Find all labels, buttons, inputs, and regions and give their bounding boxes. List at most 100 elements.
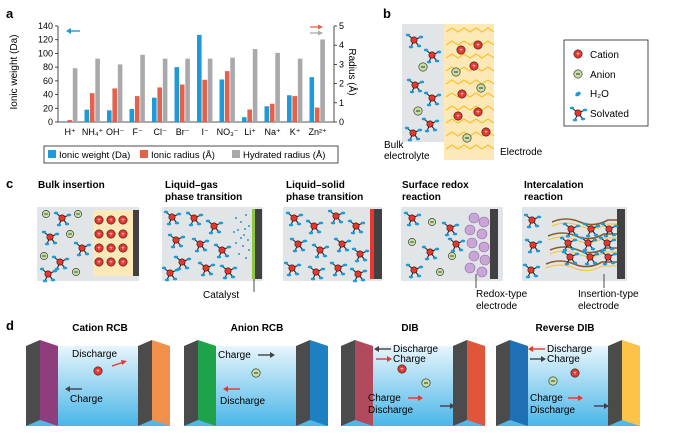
cell-reverse-dib xyxy=(496,340,640,426)
bar-hydrated-radius xyxy=(320,39,325,122)
y-tick-label-left: 80 xyxy=(43,62,53,72)
bar-hydrated-radius xyxy=(185,58,190,122)
cell2-charge-label: Charge xyxy=(218,350,251,361)
cell4-discharge-label-bottom: Discharge xyxy=(530,405,575,416)
bar-ionic-weight xyxy=(107,110,112,122)
title-liquid-gas-1: Liquid–gas xyxy=(165,180,218,191)
bar-hydrated-radius xyxy=(297,58,303,122)
y-tick-label-left: 140 xyxy=(38,21,53,31)
y-tick-label-right: 4 xyxy=(339,40,344,50)
bar-hydrated-radius xyxy=(72,68,78,122)
bulk-label: Bulk xyxy=(384,140,404,151)
title-anion-rcb: Anion RCB xyxy=(231,323,284,334)
cell-dib xyxy=(341,340,485,426)
water-icon xyxy=(575,91,581,97)
legend-swatch-hydrated-radius xyxy=(232,150,240,158)
bar-hydrated-radius xyxy=(95,58,100,122)
bar-hydrated-radius xyxy=(207,58,213,122)
cation-icon xyxy=(573,49,583,59)
bar-ionic-radius xyxy=(179,84,185,122)
bar-hydrated-radius xyxy=(140,54,145,122)
x-tick-label: F⁻ xyxy=(132,127,142,137)
panel-label-b: b xyxy=(383,6,391,21)
bar-ionic-radius xyxy=(292,96,297,122)
x-tick-label: NO₃⁻ xyxy=(217,127,239,137)
bar-ionic-radius xyxy=(134,96,140,122)
bar-ionic-radius xyxy=(112,88,117,122)
y-tick-label-left: 40 xyxy=(43,90,53,100)
x-tick-label: K⁺ xyxy=(290,127,301,137)
x-tick-label: Na⁺ xyxy=(264,127,281,137)
x-tick-label: OH⁻ xyxy=(106,127,125,137)
legend-cation: Cation xyxy=(590,50,619,61)
y-tick-label-right: 3 xyxy=(339,59,344,69)
y-tick-label-left: 20 xyxy=(43,103,53,113)
title-bulk-insertion: Bulk insertion xyxy=(38,180,105,191)
legend-solvated: Solvated xyxy=(590,109,629,120)
title-liquid-gas-2: phase transition xyxy=(165,192,242,203)
y-tick-label-right: 2 xyxy=(339,79,344,89)
liquid-solid-diagram xyxy=(283,207,382,283)
bar-ionic-radius xyxy=(89,93,95,122)
x-tick-label: Br⁻ xyxy=(176,127,190,137)
bar-ionic-weight xyxy=(62,121,67,122)
insertion-electrode-label-2: electrode xyxy=(578,301,620,312)
y-tick-label-right: 0 xyxy=(339,117,344,127)
legend-label-weight: Ionic weight (Da) xyxy=(59,150,130,161)
title-liquid-solid-2: phase transition xyxy=(286,192,363,203)
legend-swatch-ionic-radius xyxy=(140,150,148,158)
bar-ionic-radius xyxy=(202,79,207,122)
bar-ionic-weight xyxy=(152,97,157,122)
chart-legend: Ionic weight (Da) Ionic radius (Å) Hydra… xyxy=(43,145,339,164)
legend-label-hydrated-radius: Hydrated radius (Å) xyxy=(243,150,325,161)
panel-label-d: d xyxy=(6,318,14,333)
bar-ionic-radius xyxy=(157,87,162,122)
cell4-charge-label-top: Charge xyxy=(547,354,580,365)
y-tick-label-left: 60 xyxy=(43,76,53,86)
bar-ionic-radius xyxy=(224,71,230,122)
intercalation-diagram xyxy=(522,207,627,288)
y-tick-label-right: 5 xyxy=(339,21,344,31)
cell3-discharge-label-bottom: Discharge xyxy=(368,405,413,416)
cell2-discharge-label: Discharge xyxy=(220,396,265,407)
y-axis-label-left: Ionic weight (Da) xyxy=(9,34,20,109)
title-reverse-dib: Reverse DIB xyxy=(536,323,595,334)
cell4-discharge-label-top: Discharge xyxy=(547,344,592,355)
legend-water: H₂O xyxy=(590,89,609,100)
x-tick-label: NH₄⁺ xyxy=(82,127,104,137)
bar-ionic-weight xyxy=(174,67,180,122)
right-axis-arrows xyxy=(310,24,323,36)
catalyst-label: Catalyst xyxy=(203,290,239,301)
redox-electrode-label-1: Redox-type xyxy=(476,289,528,300)
cell3-charge-label-top: Charge xyxy=(393,354,426,365)
bar-ionic-weight xyxy=(129,108,135,122)
mechanism-titles: Bulk insertion Liquid–gas phase transiti… xyxy=(38,180,583,203)
bar-hydrated-radius xyxy=(230,57,235,122)
cell1-charge-label: Charge xyxy=(70,394,103,405)
x-tick-label: I⁻ xyxy=(201,127,209,137)
insertion-electrode-label-1: Insertion-type xyxy=(578,289,639,300)
legend-label-ionic-radius: Ionic radius (Å) xyxy=(151,150,215,161)
bar-hydrated-radius xyxy=(275,52,280,122)
y-tick-label-left: 100 xyxy=(38,48,53,58)
bar-ionic-weight xyxy=(197,34,202,122)
cell-cation-rcb xyxy=(26,340,170,426)
bar-hydrated-radius xyxy=(162,58,168,122)
battery-titles: Cation RCB Anion RCB DIB Reverse DIB xyxy=(72,323,594,334)
title-surface-redox-2: reaction xyxy=(402,192,441,203)
legend-anion: Anion xyxy=(590,70,616,81)
y-tick-label-right: 1 xyxy=(339,98,344,108)
left-axis-arrow xyxy=(66,28,80,34)
bar-hydrated-radius xyxy=(252,49,258,122)
title-dib: DIB xyxy=(401,323,418,334)
cell3-charge-label-bottom: Charge xyxy=(368,393,401,404)
x-tick-label: Zn²⁺ xyxy=(308,127,327,137)
bar-ionic-weight xyxy=(309,77,315,122)
panel-label-c: c xyxy=(6,176,13,191)
cell1-discharge-label: Discharge xyxy=(72,349,117,360)
ionic-property-chart: 020406080100120140012345H⁺NH₄⁺OH⁻F⁻Cl⁻Br… xyxy=(38,21,344,137)
bulk-insertion-diagram xyxy=(37,207,139,283)
electrolyte-label: electrolyte xyxy=(384,151,430,162)
panel-label-a: a xyxy=(6,6,14,21)
